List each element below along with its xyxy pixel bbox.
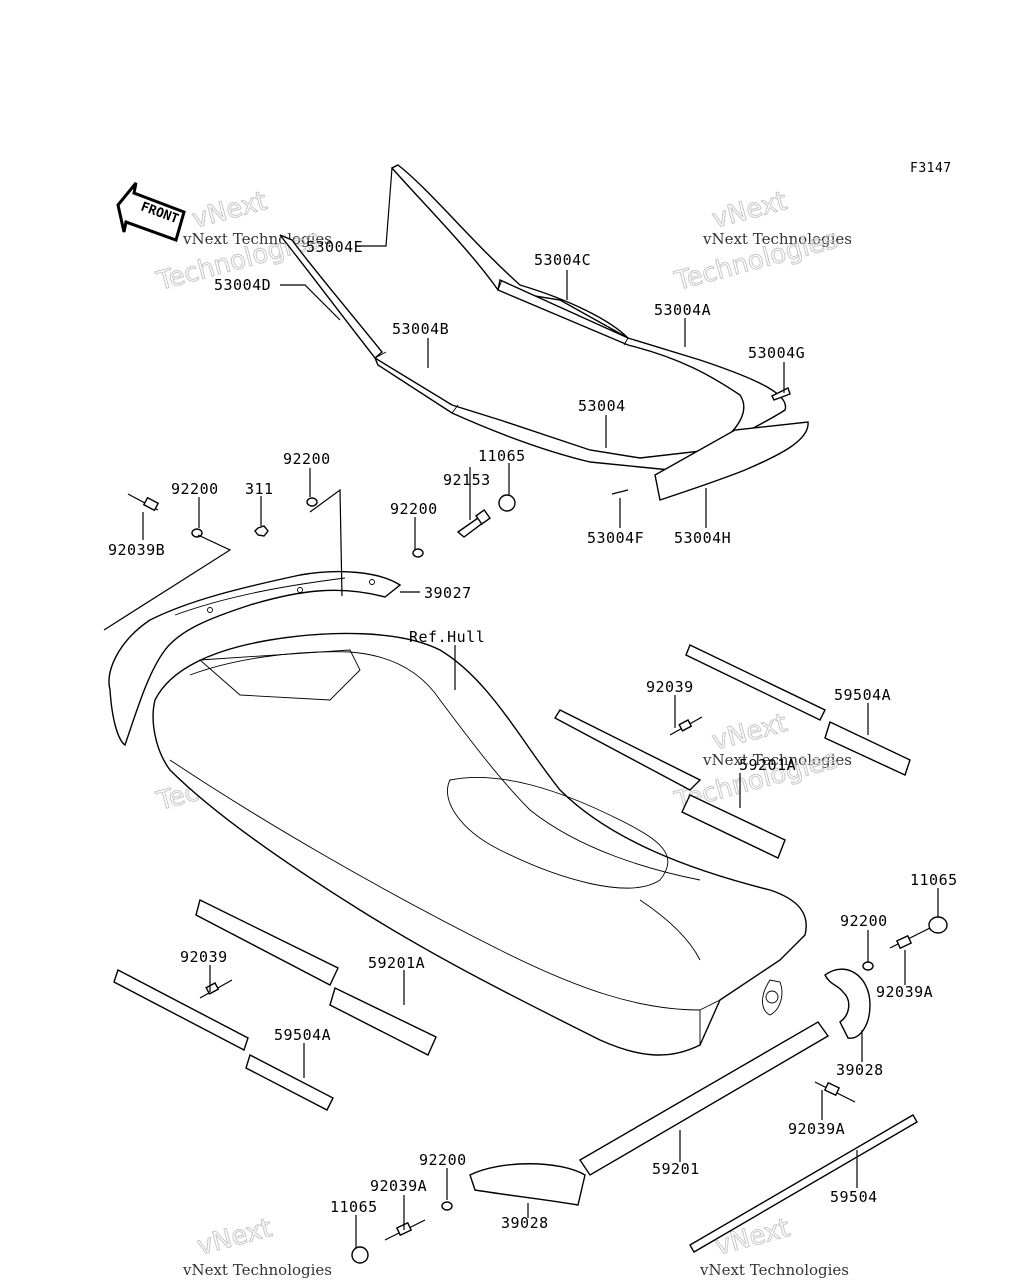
- label-11065-bottom-left: 11065: [330, 1198, 378, 1216]
- label-53004D: 53004D: [214, 276, 271, 294]
- label-59201A-left: 59201A: [368, 954, 425, 972]
- leader-lines: [103, 167, 939, 1248]
- watermark-text: vNext Technologies: [702, 230, 852, 248]
- rail-parts-illustration: [113, 644, 918, 1253]
- label-92039A-bottom-right: 92039A: [788, 1120, 845, 1138]
- watermark-text: vNext Technologies: [702, 751, 852, 769]
- label-92200-c: 92200: [390, 500, 438, 518]
- watermark-text: vNext Technologies: [182, 1261, 332, 1279]
- part-labels: 53004E 53004D 53004C 53004A 53004B 53004…: [108, 238, 958, 1232]
- watermark-bottom-left: vNext vNext Technologies: [182, 1213, 332, 1279]
- fasteners-illustration: [127, 493, 948, 1264]
- label-39028-bottom-left: 39028: [501, 1214, 549, 1232]
- label-311: 311: [245, 480, 274, 498]
- label-92200-bottom-left: 92200: [419, 1151, 467, 1169]
- label-53004A: 53004A: [654, 301, 711, 319]
- figure-code: F3147: [910, 161, 952, 176]
- label-59504A-right: 59504A: [834, 686, 891, 704]
- label-92200-right: 92200: [840, 912, 888, 930]
- label-11065-right: 11065: [910, 871, 958, 889]
- watermark-bottom-right: vNext vNext Technologies: [699, 1213, 849, 1279]
- watermark-vnext: vNext: [709, 186, 790, 235]
- label-39028-right: 39028: [836, 1061, 884, 1079]
- label-11065-top: 11065: [478, 447, 526, 465]
- watermark-vnext: vNext: [194, 1213, 275, 1262]
- label-59201: 59201: [652, 1160, 700, 1178]
- label-92039B: 92039B: [108, 541, 165, 559]
- label-92039A-right: 92039A: [876, 983, 933, 1001]
- label-53004E: 53004E: [306, 238, 363, 256]
- label-53004H: 53004H: [674, 529, 731, 547]
- label-92039-left: 92039: [180, 948, 228, 966]
- label-92200-b: 92200: [171, 480, 219, 498]
- label-92039A-bottom-left: 92039A: [370, 1177, 427, 1195]
- label-59504: 59504: [830, 1188, 878, 1206]
- label-92153: 92153: [443, 471, 491, 489]
- label-53004B: 53004B: [392, 320, 449, 338]
- label-ref-hull: Ref.Hull: [409, 628, 485, 646]
- label-59201A-right: 59201A: [739, 756, 796, 774]
- grab-handle-illustration: [108, 570, 402, 747]
- label-92039-right: 92039: [646, 678, 694, 696]
- label-92200-a: 92200: [283, 450, 331, 468]
- hull-illustration: [152, 632, 807, 1056]
- label-39027: 39027: [424, 584, 472, 602]
- watermark-vnext: vNext: [189, 186, 270, 235]
- label-53004G: 53004G: [748, 344, 805, 362]
- label-53004C: 53004C: [534, 251, 591, 269]
- label-53004: 53004: [578, 397, 626, 415]
- label-59504A-left: 59504A: [274, 1026, 331, 1044]
- label-53004F: 53004F: [587, 529, 644, 547]
- watermark-top-right: vNext vNext Technologies Technologies: [671, 186, 852, 298]
- watermark-vnext: vNext: [709, 708, 790, 757]
- front-arrow-icon: FRONT: [116, 182, 186, 242]
- mat-set-illustration: [279, 164, 809, 501]
- watermark-vnext: vNext: [712, 1213, 793, 1262]
- watermark-text: vNext Technologies: [699, 1261, 849, 1279]
